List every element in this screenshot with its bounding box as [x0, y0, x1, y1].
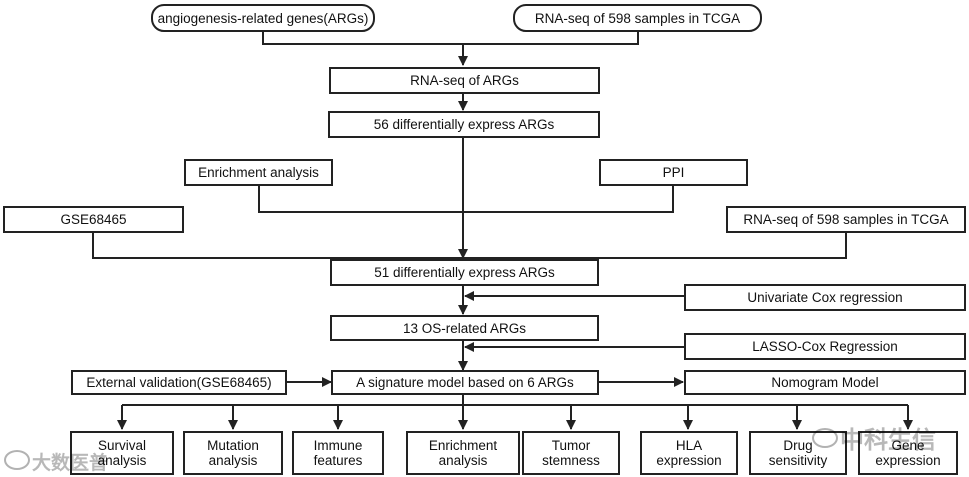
watermark-icon-left — [4, 450, 30, 470]
connector-rnaseq-top — [463, 30, 639, 45]
node-ppi: PPI — [599, 159, 748, 186]
watermark-left: 大数医普 — [32, 452, 109, 474]
node-lasso: LASSO-Cox Regression — [684, 333, 966, 360]
node-rnaseq-right: RNA-seq of 598 samples in TCGA — [726, 206, 966, 233]
node-signature: A signature model based on 6 ARGs — [331, 370, 599, 395]
output-mutation: Mutation analysis — [183, 431, 283, 475]
connector-gse — [92, 232, 463, 259]
output-hla: HLA expression — [640, 431, 738, 475]
output-immune: Immune features — [292, 431, 384, 475]
connector-args — [262, 30, 463, 45]
output-stemness: Tumor stemness — [522, 431, 620, 475]
output-survival: Survival analysis — [70, 431, 174, 475]
connector-enrichment-ppi — [258, 186, 674, 213]
node-args: angiogenesis-related genes(ARGs) — [151, 4, 375, 32]
node-external: External validation(GSE68465) — [71, 370, 287, 395]
watermark-icon-right — [812, 428, 838, 448]
output-drug: Drug sensitivity — [749, 431, 847, 475]
node-univariate: Univariate Cox regression — [684, 284, 966, 311]
node-enrichment: Enrichment analysis — [184, 159, 333, 186]
node-deg56: 56 differentially express ARGs — [328, 111, 600, 138]
watermark-right: 中科生信 — [840, 426, 936, 454]
node-os13: 13 OS-related ARGs — [330, 315, 599, 341]
output-gene: Gene expression — [858, 431, 958, 475]
node-nomogram: Nomogram Model — [684, 370, 966, 395]
node-deg51: 51 differentially express ARGs — [330, 259, 599, 286]
node-rnaseq-args: RNA-seq of ARGs — [329, 67, 600, 94]
output-enrichment: Enrichment analysis — [406, 431, 520, 475]
node-rnaseq-top: RNA-seq of 598 samples in TCGA — [513, 4, 762, 32]
node-gse: GSE68465 — [3, 206, 184, 233]
connector-rnaseq-right — [463, 232, 847, 259]
